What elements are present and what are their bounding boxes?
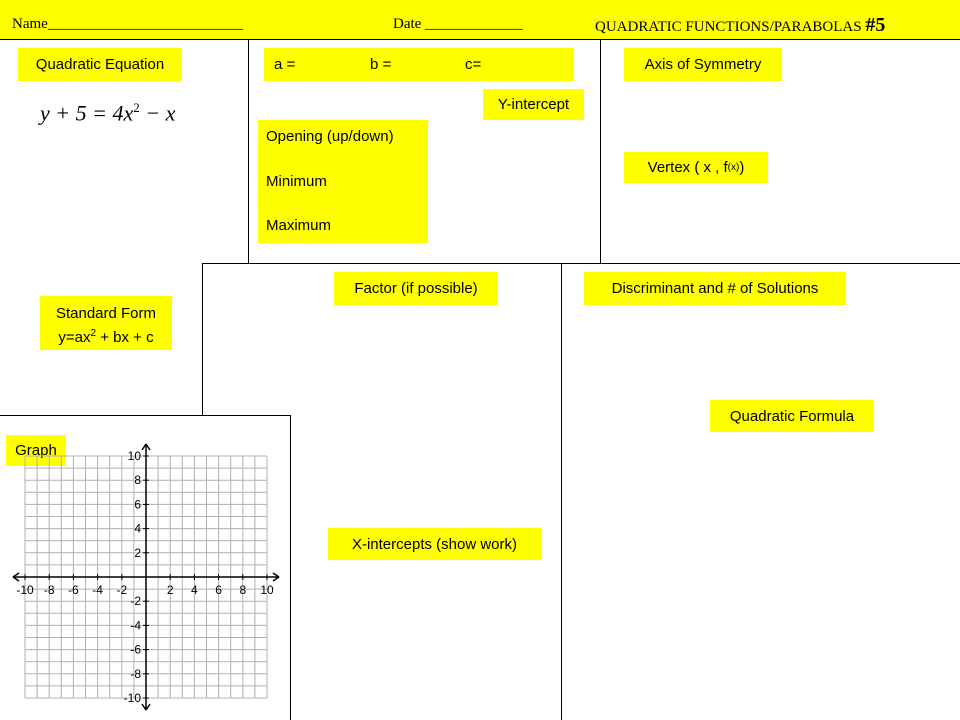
divider-1 [248,40,249,263]
standard-form-rhs: + bx + c [96,329,154,346]
minimum-label: Minimum [266,172,327,190]
title-main: QUADRATIC FUNCTIONS/PARABOLAS [595,19,862,35]
standard-form-formula: y=ax2 + bx + c [40,324,172,348]
standard-form-title: Standard Form [55,305,157,322]
coefficients-bar: a = b = c= [264,48,574,81]
discriminant-label: Discriminant and # of Solutions [584,272,846,305]
vertex-prefix: Vertex ( x , f [647,159,728,176]
worksheet-header: Name__________________________ Date ____… [0,0,960,40]
y-tick-label: 10 [128,449,142,463]
title-number: #5 [865,14,886,36]
standard-form-lhs: y=ax [58,329,91,346]
y-tick-label: 4 [134,522,141,536]
x-tick-label: 8 [239,583,246,597]
x-tick-label: 2 [167,583,174,597]
x-intercepts-label: X-intercepts (show work) [328,528,541,560]
y-tick-label: -8 [130,667,141,681]
quadratic-equation: y + 5 = 4x2 − x [40,100,175,126]
standard-form-box: Standard Form y=ax2 + bx + c [40,296,172,350]
equation-lhs: y + 5 = 4x [40,100,134,126]
opening-label: Opening (up/down) [266,128,394,145]
vertex-label: Vertex ( x , f(x) ) [624,152,768,183]
divider-4 [202,263,203,415]
axis-of-symmetry-label: Axis of Symmetry [624,48,782,81]
x-tick-label: 4 [191,583,198,597]
coef-c-label: c= [465,56,482,73]
x-tick-label: -6 [68,583,79,597]
quadratic-formula-label: Quadratic Formula [710,400,874,432]
y-tick-label: -2 [130,594,141,608]
y-tick-label: -4 [130,618,141,632]
x-tick-label: 10 [260,583,274,597]
x-tick-label: -8 [44,583,55,597]
y-axis-arrow-bottom [141,703,151,711]
equation-rhs: − x [139,100,176,126]
vertex-sub: (x) [727,162,740,173]
coef-b-label: b = [370,56,392,73]
x-tick-label: -4 [92,583,103,597]
y-tick-label: 8 [134,473,141,487]
y-tick-label: 2 [134,546,141,560]
quadratic-equation-label: Quadratic Equation [18,48,182,81]
x-axis-arrow-right [272,572,280,582]
y-axis-arrow-top [141,443,151,451]
x-tick-label: 6 [215,583,222,597]
y-tick-label: -10 [124,691,142,705]
y-tick-label: 6 [134,497,141,511]
factor-label: Factor (if possible) [334,272,498,305]
x-tick-label: -2 [116,583,127,597]
divider-7 [290,415,291,720]
y-tick-label: -6 [130,643,141,657]
divider-5 [561,263,562,720]
name-field[interactable]: Name__________________________ [12,16,243,32]
worksheet-title: QUADRATIC FUNCTIONS/PARABOLAS #5 [595,14,885,37]
divider-2 [600,40,601,263]
equation-exponent: 2 [133,100,140,115]
coef-a-label: a = [274,56,296,73]
graph-label: Graph [6,435,66,466]
y-intercept-label: Y-intercept [483,89,584,120]
date-field[interactable]: Date _____________ [393,16,523,32]
standard-form-exp: 2 [90,328,97,339]
divider-6 [0,415,290,416]
vertex-suffix: ) [739,159,745,176]
maximum-label: Maximum [266,217,332,234]
x-tick-label: -10 [16,583,34,597]
coordinate-grid[interactable]: -10 -8 -6 -4 -2 2 4 6 8 10 10 8 6 4 2 -2 -4 -6 -8 -10 [0,430,290,720]
divider-3 [202,263,960,264]
opening-box: Opening (up/down) Minimum Maximum [258,120,428,243]
x-axis-arrow-left [12,572,20,582]
